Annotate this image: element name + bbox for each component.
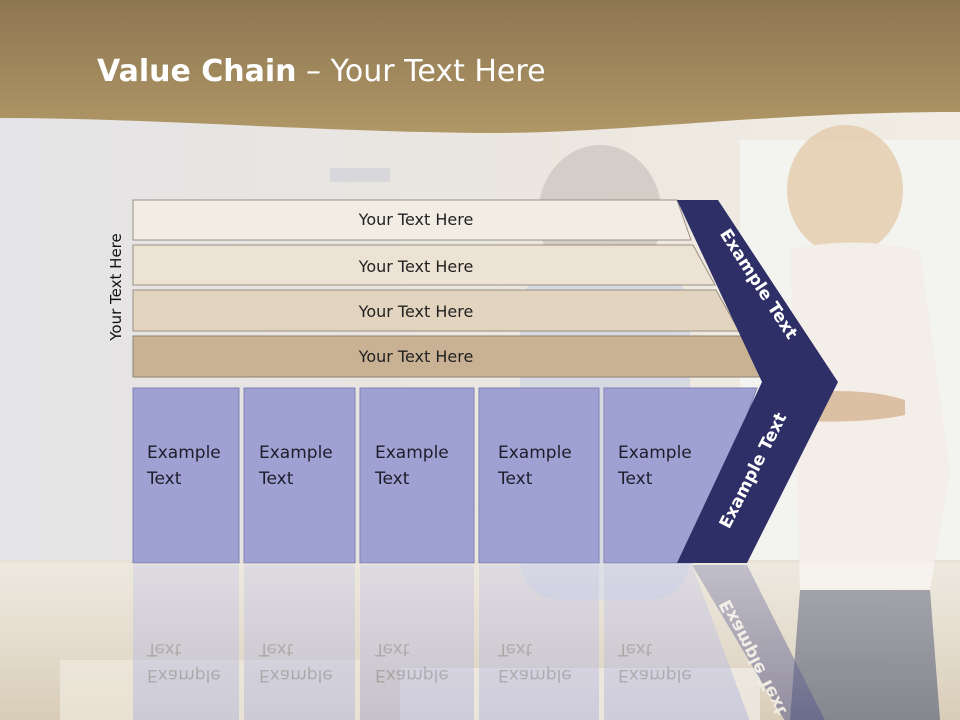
box-5-line1: Example — [618, 443, 692, 463]
row-4-text: Your Text Here — [358, 347, 474, 366]
title-band — [0, 0, 960, 134]
row-1[interactable]: Your Text Here — [132, 199, 692, 241]
box-4-line1: Example — [498, 443, 572, 463]
box-1-line2: Text — [146, 469, 182, 489]
row-2-text: Your Text Here — [358, 257, 474, 276]
box-3-line2: Text — [374, 469, 410, 489]
page-title: Value Chain – Your Text Here — [97, 54, 546, 89]
activity-box-4[interactable]: Example Text — [478, 387, 600, 564]
box-2-line1: Example — [259, 443, 333, 463]
activity-box-1[interactable]: Example Text — [132, 387, 240, 564]
activity-box-3[interactable]: Example Text — [359, 387, 475, 564]
title-rest: – Your Text Here — [296, 54, 546, 89]
row-3-text: Your Text Here — [358, 302, 474, 321]
row-bands: Your Text Here Your Text Here Your Text … — [132, 199, 764, 378]
box-4-line2: Text — [497, 469, 533, 489]
activity-box-2[interactable]: Example Text — [243, 387, 356, 564]
row-3[interactable]: Your Text Here — [132, 289, 740, 332]
box-5-line2: Text — [617, 469, 653, 489]
box-2-line2: Text — [258, 469, 294, 489]
row-2[interactable]: Your Text Here — [132, 244, 716, 286]
diagram-reflection: Example Text Example Text Example Text E… — [0, 563, 960, 720]
row-4[interactable]: Your Text Here — [132, 335, 764, 378]
box-3-line1: Example — [375, 443, 449, 463]
box-1-line1: Example — [147, 443, 221, 463]
activity-boxes: Example Text Example Text Example Text E… — [132, 387, 758, 564]
row-1-text: Your Text Here — [358, 210, 474, 229]
title-bold: Value Chain — [97, 54, 297, 89]
